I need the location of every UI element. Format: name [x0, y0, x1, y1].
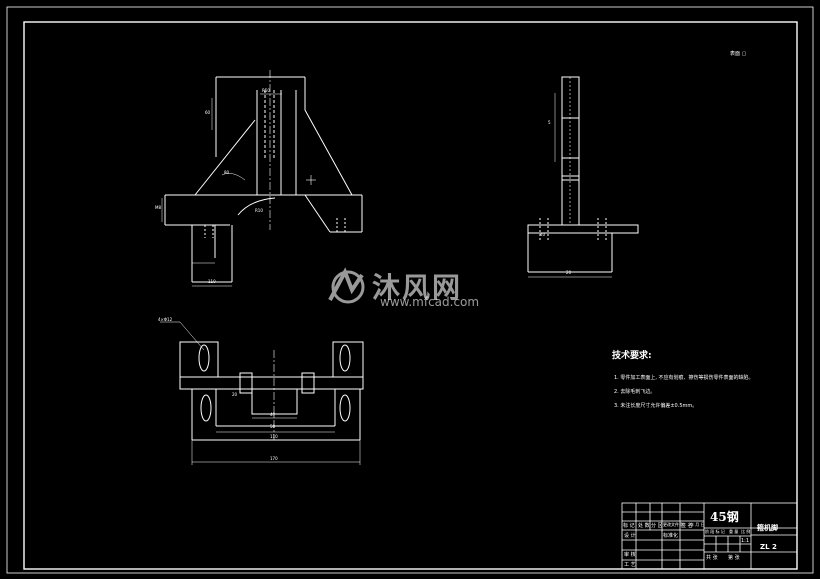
tb-left-label: 审 核 [624, 552, 636, 558]
tb-header-cell: 年 月 日 [690, 522, 705, 527]
tb-header-cell: 标 记 [623, 523, 635, 529]
tb-header-cell: 签 名 [681, 523, 693, 529]
inner-border [23, 21, 798, 570]
dim-label: 50 [270, 424, 276, 429]
side-view [527, 76, 639, 278]
dim-label: R10 [255, 208, 263, 213]
tb-sheet-info: 第 张 [728, 555, 740, 561]
tech-req-item: 2. 去除毛刺飞边。 [614, 389, 656, 395]
dim-label: 110 [208, 279, 216, 284]
tb-right-header: 重 量 [729, 529, 739, 534]
dim-label: 20 [566, 270, 572, 275]
tb-header-cell: 处 数 [638, 523, 650, 529]
tb-sheet-info: 共 张 [706, 555, 718, 561]
tb-left-label: 设 计 [624, 533, 636, 539]
dim-label: 5 [548, 120, 551, 125]
watermark-logo [328, 267, 365, 304]
dim-label: 60 [205, 110, 211, 115]
tb-std-label: 标准化 [663, 533, 679, 539]
dim-label: 20 [232, 392, 238, 397]
tech-req-title: 技术要求: [612, 351, 652, 361]
tech-req-item: 3. 未注长度尺寸允许偏差±0.5mm。 [614, 403, 698, 409]
watermark-url: www.mfcad.com [380, 295, 480, 309]
tb-scale: 1:1 [741, 538, 750, 544]
dim-label: 110 [270, 434, 278, 439]
tb-header-cell: 更改文件号 [663, 522, 683, 527]
watermark-brand: 沐风网 [372, 271, 463, 304]
drawing-number: ZL 2 [760, 543, 777, 551]
tb-header-cell: 分 区 [651, 523, 663, 529]
surface-finish-mark: 表面 ▢ [730, 51, 747, 57]
outer-border [6, 6, 814, 574]
dim-label: 40 [270, 412, 276, 417]
tech-req-item: 1. 零件加工表面上, 不应有划痕、擦伤等损伤零件表面的缺陷。 [614, 375, 754, 381]
dim-label: 4×Φ12 [158, 317, 173, 322]
front-view [161, 70, 363, 287]
tb-right-header: 阶 段 标 记 [705, 529, 725, 534]
title-block-grid [621, 502, 798, 570]
dim-label: 170 [270, 456, 278, 461]
dim-label: 80 [224, 170, 230, 175]
dim-label: M8 [155, 205, 161, 210]
dim-label: 40 [540, 232, 546, 237]
dim-label: R50 [262, 88, 270, 93]
part-name: 箍机脚 [757, 524, 778, 532]
tb-right-header: 比 例 [741, 529, 751, 534]
tb-left-label: 工 艺 [624, 562, 636, 568]
top-view [160, 321, 364, 465]
material-label: 45钢 [710, 510, 739, 524]
